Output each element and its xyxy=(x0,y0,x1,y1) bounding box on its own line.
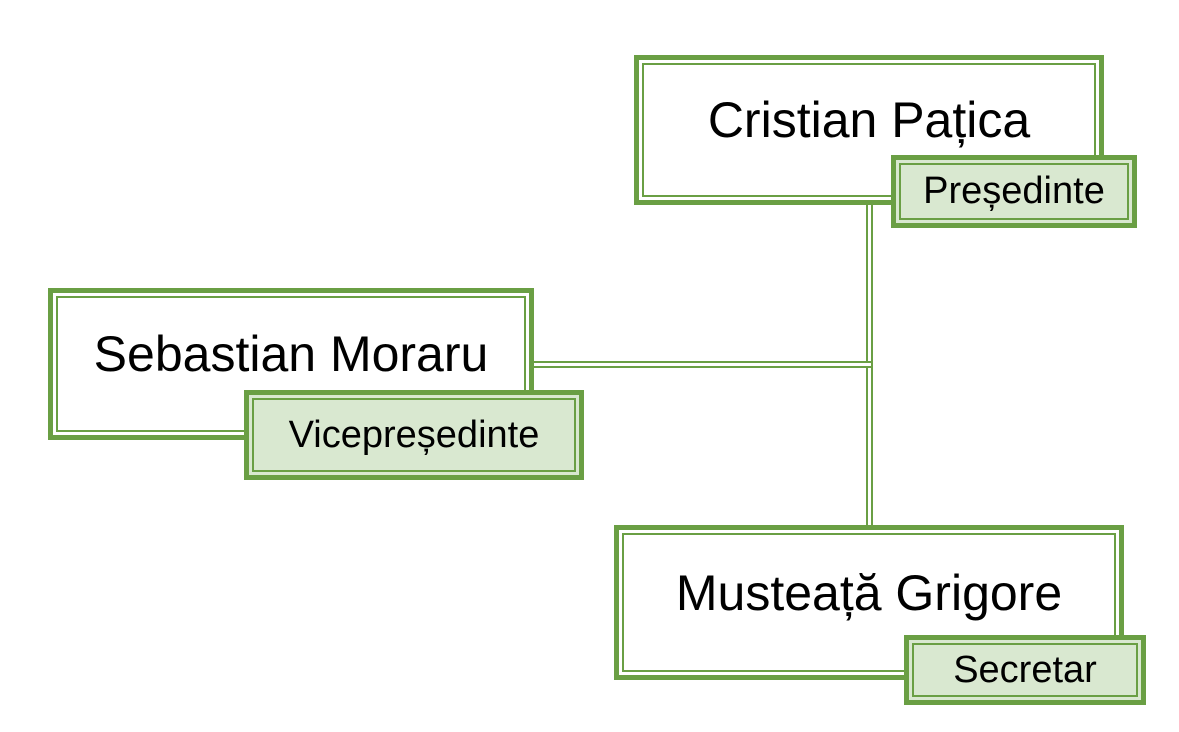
person-name: Sebastian Moraru xyxy=(93,326,489,382)
role-box[interactable]: Președinte xyxy=(891,155,1137,228)
person-role: Vicepreședinte xyxy=(288,413,540,456)
person-name: Cristian Pațica xyxy=(707,92,1031,148)
role-box[interactable]: Secretar xyxy=(904,635,1146,705)
role-box[interactable]: Vicepreședinte xyxy=(244,390,584,480)
person-name: Musteață Grigore xyxy=(675,564,1063,621)
connector-horizontal-left xyxy=(533,361,871,368)
person-role: Secretar xyxy=(953,648,1097,691)
person-role: Președinte xyxy=(923,170,1105,212)
